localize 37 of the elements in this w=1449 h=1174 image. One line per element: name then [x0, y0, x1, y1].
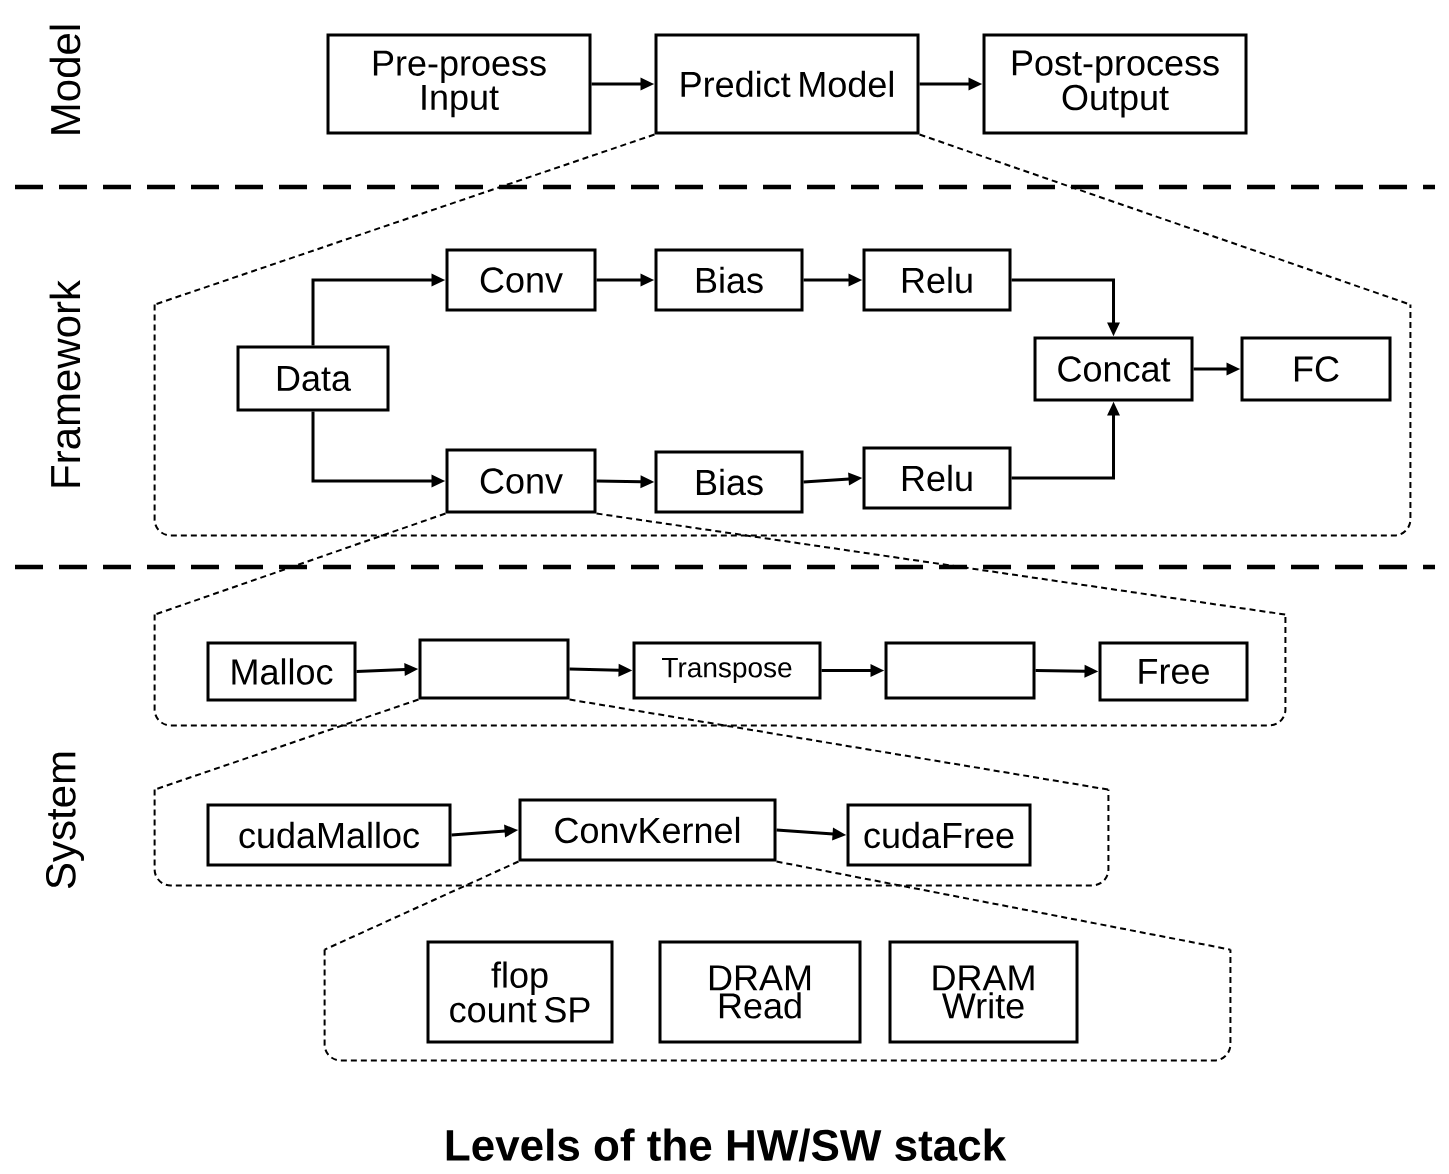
- level-label: System: [46, 752, 85, 889]
- process-box: Free: [1098, 641, 1249, 702]
- dashed-region: [323, 948, 1232, 1062]
- process-box: Predict Model: [654, 33, 920, 135]
- process-box: Conv: [445, 248, 597, 312]
- level-label: Model: [49, 25, 81, 134]
- zoom-line: [595, 512, 1287, 616]
- process-box: flop count SP: [426, 940, 614, 1044]
- process-box: Relu: [862, 446, 1012, 510]
- process-box: FC: [1240, 336, 1392, 402]
- process-box: [884, 641, 1036, 700]
- zoom-line: [153, 512, 447, 616]
- process-box: DRAM Write: [888, 940, 1079, 1044]
- process-box: cudaFree: [846, 803, 1032, 867]
- zoom-line: [568, 698, 1110, 791]
- process-box: DRAM Read: [658, 940, 862, 1044]
- zoom-line: [153, 133, 656, 306]
- zoom-line: [775, 860, 1232, 951]
- process-box: [418, 638, 570, 700]
- process-box: Relu: [862, 248, 1012, 312]
- process-box: Conv: [445, 448, 597, 514]
- process-box: Bias: [654, 450, 804, 514]
- process-box: Concat: [1033, 336, 1194, 402]
- level-label: Framework: [49, 279, 81, 487]
- caption: Levels of the HW/SW stack: [446, 1128, 1007, 1162]
- process-box: Transpose: [632, 641, 822, 700]
- process-box: Bias: [654, 248, 804, 312]
- zoom-line: [323, 860, 520, 951]
- process-box: Data: [236, 345, 390, 412]
- dashed-region: [153, 303, 1412, 537]
- process-box: Post-process Output: [982, 33, 1248, 135]
- dashed-region: [153, 788, 1110, 887]
- process-box: cudaMalloc: [206, 803, 452, 867]
- process-box: Pre-proess Input: [326, 33, 592, 135]
- dashed-region: [153, 613, 1287, 727]
- process-box: ConvKernel: [518, 798, 777, 862]
- process-box: Malloc: [206, 641, 357, 702]
